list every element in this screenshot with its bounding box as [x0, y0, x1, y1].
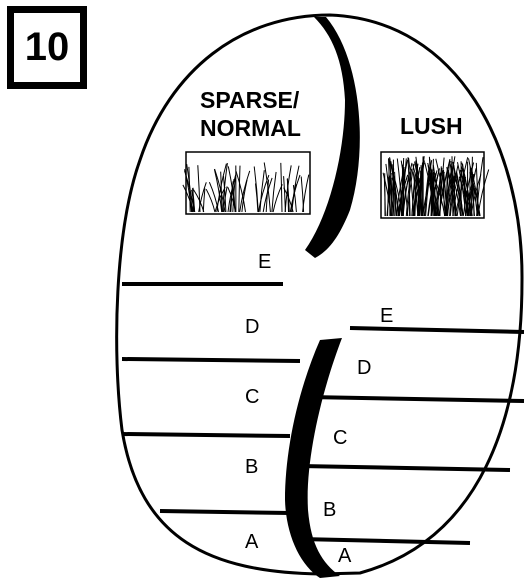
- lush-grass-icon: [381, 152, 489, 218]
- sparse-grass-icon: [183, 152, 310, 214]
- sparse-heading-line2: NORMAL: [200, 115, 301, 141]
- left-zone-line-c: [122, 434, 290, 436]
- right-zone-label-d: D: [357, 357, 371, 379]
- sparse-heading-line1: SPARSE/: [200, 87, 300, 113]
- left-zone-label-b: B: [245, 456, 258, 478]
- right-zone-label-e: E: [380, 305, 393, 327]
- lush-heading: LUSH: [400, 113, 463, 139]
- left-zone-label-c: C: [245, 386, 259, 408]
- left-zone-line-b: [160, 511, 290, 513]
- right-zone-label-c: C: [333, 427, 347, 449]
- left-zone-label-e: E: [258, 251, 271, 273]
- diagram-outline: [117, 15, 522, 574]
- grass-blade: [470, 166, 471, 216]
- left-zone-line-d: [122, 359, 300, 361]
- left-zone-label-a: A: [245, 531, 259, 553]
- right-zone-label-a: A: [338, 545, 352, 567]
- left-zone-label-d: D: [245, 316, 259, 338]
- right-zone-label-b: B: [323, 499, 336, 521]
